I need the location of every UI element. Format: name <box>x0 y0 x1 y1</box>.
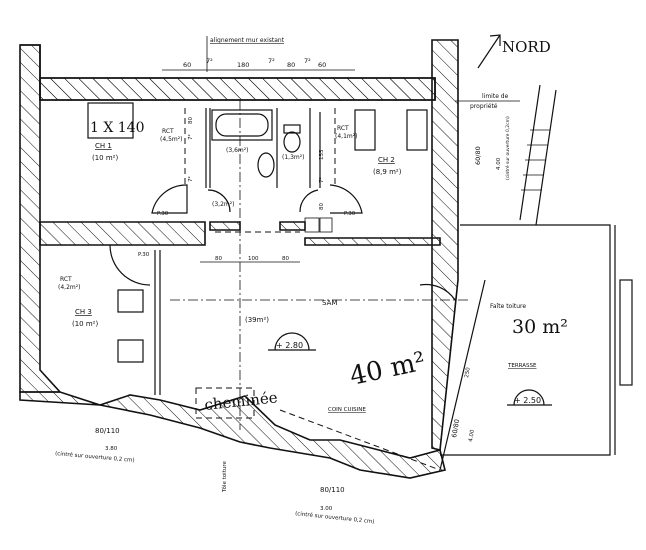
terrace-level-icon <box>507 389 552 406</box>
window-bm-size: 80/110 <box>320 486 345 494</box>
door-label-3: P.30 <box>138 252 150 258</box>
svg-text:60: 60 <box>318 61 326 69</box>
ch3-area: (10 m²) <box>72 320 98 328</box>
bed-ch1 <box>87 102 134 139</box>
ch3-rct: RCT <box>60 276 72 283</box>
top-dimensions: 60 7² 180 7² 80 7² 60 <box>183 57 326 69</box>
terrace-name: TERRASSE <box>507 363 537 369</box>
cabinet-icon <box>304 217 320 233</box>
inner-dim: 155 <box>319 149 325 160</box>
rct2-area: (4,1m²) <box>335 133 357 140</box>
bed-ch3-2 <box>117 339 144 363</box>
chimney-label: cheminée <box>204 388 279 414</box>
ch3-rct-area: (4,2m²) <box>58 284 80 291</box>
kitchen-name: COIN CUISINE <box>328 407 366 413</box>
svg-text:180: 180 <box>237 61 249 69</box>
terrace-handwritten-area: 30 m² <box>512 316 568 338</box>
rct1-name: RCT <box>162 128 174 135</box>
ridge-label: Faîte toiture <box>490 303 526 310</box>
sam-name: SAM <box>322 299 337 307</box>
wc-area: (1,3m²) <box>282 154 304 161</box>
sam-handwritten-area: 40 m² <box>347 347 428 392</box>
ch2-area: (8,9 m²) <box>373 168 402 176</box>
ch3-name: CH 3 <box>75 308 92 316</box>
window-rb-size: 60/80 <box>450 419 461 439</box>
bath-area: (3,6m²) <box>226 147 248 154</box>
inner-dim: 80 <box>282 256 289 262</box>
window-bl-note: (cintré sur ouverture 0,2 cm) <box>55 450 135 464</box>
inner-dim: 80 <box>319 203 325 210</box>
walls <box>19 39 459 479</box>
rct1-area: (4,5m²) <box>160 136 182 143</box>
terrace-side-dim: 250 <box>464 366 472 378</box>
ch2-name: CH 2 <box>378 156 395 164</box>
window-bm-note: (cintré sur ouverture 0,2 cm) <box>295 510 375 525</box>
window-rt-note: (cintré sur ouverture 0,2cm) <box>504 116 511 180</box>
inner-dim: 80 <box>215 256 222 262</box>
terrace-level: + 2.50 <box>514 396 541 405</box>
inner-dim: 7² <box>187 134 194 140</box>
door-label-1: P.30 <box>157 211 169 217</box>
property-limit-1: limite de <box>482 93 509 100</box>
ch1-area: (10 m²) <box>92 154 118 162</box>
rct2-name: RCT <box>337 125 349 132</box>
window-bl-width: 3.80 <box>105 446 118 452</box>
inner-dim: 100 <box>248 256 259 262</box>
terrace <box>439 224 633 471</box>
roof-label: Tôle toiture <box>221 461 228 493</box>
level-marker-icon <box>268 332 316 351</box>
doors <box>109 184 456 301</box>
window-bl-size: 80/110 <box>95 427 120 435</box>
window-rt-width: 4.00 <box>496 157 502 170</box>
ch1-name: CH 1 <box>95 142 112 150</box>
chimney-outline <box>195 387 255 419</box>
partitions <box>154 100 470 471</box>
stair-icon <box>519 84 557 226</box>
inner-dim: 80 <box>188 117 194 124</box>
inner-dim: 7² <box>187 176 194 182</box>
window-bm-width: 3.00 <box>320 506 333 512</box>
svg-text:7²: 7² <box>206 57 213 65</box>
door-label-2: P.30 <box>344 211 356 217</box>
north-label: NORD <box>502 38 551 56</box>
svg-text:7²: 7² <box>304 57 311 65</box>
window-rt-size: 60/80 <box>474 146 482 165</box>
property-limit-2: propriété <box>470 103 498 110</box>
ch1-bed-label: 1 X 140 <box>90 120 145 136</box>
bed-ch2-1 <box>354 109 376 151</box>
hall-area: (3,2m²) <box>212 201 234 208</box>
bed-ch2-2 <box>406 109 428 151</box>
svg-text:60: 60 <box>183 61 191 69</box>
svg-text:80: 80 <box>287 61 295 69</box>
north-arrow-icon <box>477 34 501 69</box>
window-rb-width: 4.00 <box>468 429 476 443</box>
bed-ch3-1 <box>117 289 144 313</box>
sam-level: + 2.80 <box>276 341 303 350</box>
svg-text:7²: 7² <box>268 57 275 65</box>
alignment-note: alignement mur existant <box>210 37 285 44</box>
inner-dim: 7² <box>318 177 325 183</box>
sam-area: (39m²) <box>245 316 269 324</box>
